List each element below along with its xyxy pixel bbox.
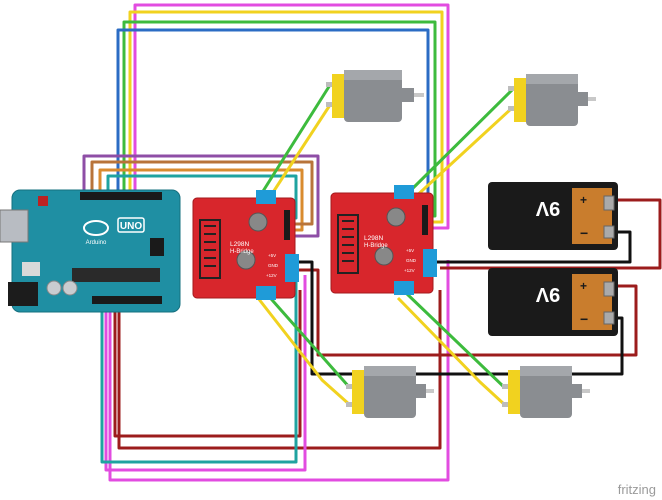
reset-button bbox=[38, 196, 48, 206]
input-header bbox=[422, 205, 428, 235]
wire-green-motor-tr bbox=[403, 88, 514, 198]
atmega-chip bbox=[72, 268, 160, 282]
battery-terminal-minus bbox=[603, 225, 615, 239]
battery-top-minus: − bbox=[580, 225, 588, 241]
wire-black-battery-top bbox=[430, 230, 632, 264]
digital-header bbox=[80, 192, 162, 200]
capacitor bbox=[236, 250, 256, 270]
input-header bbox=[284, 210, 290, 240]
wire-yellow-motor-tl bbox=[266, 104, 332, 201]
uno-logo: UNO bbox=[120, 221, 142, 232]
heatsink bbox=[337, 214, 359, 274]
power-jack bbox=[8, 282, 38, 306]
terminal-label-5v: +5V bbox=[406, 248, 414, 253]
wire-yellow-motor-tr bbox=[410, 106, 514, 202]
terminal-label-5v: +5V bbox=[268, 253, 276, 258]
terminal-label-12v: +12V bbox=[266, 273, 277, 278]
wire-red-power-2 bbox=[117, 290, 442, 450]
motor-terminal bbox=[394, 185, 414, 199]
motor-bottom-left bbox=[346, 366, 434, 418]
battery-top-label: 9V bbox=[535, 197, 560, 219]
battery-top-plus: + bbox=[580, 193, 587, 207]
wire-green-motor-tl bbox=[258, 84, 332, 197]
capacitor bbox=[46, 280, 62, 296]
wire-magenta-bottom bbox=[104, 275, 307, 472]
power-terminal bbox=[285, 254, 299, 282]
battery-terminal-minus bbox=[603, 311, 615, 325]
arduino-uno-board: UNO Arduino bbox=[0, 189, 181, 313]
wire-magenta-bottom-2 bbox=[108, 260, 450, 482]
usb-connector bbox=[0, 209, 29, 243]
motor-top-right bbox=[508, 74, 596, 126]
capacitor bbox=[62, 280, 78, 296]
heatsink bbox=[199, 219, 221, 279]
arduino-logo-icon bbox=[83, 220, 109, 236]
fritzing-watermark: fritzing bbox=[618, 482, 656, 497]
motor-terminal bbox=[394, 281, 414, 295]
battery-bottom-minus: − bbox=[580, 311, 588, 327]
terminal-label-gnd: GND bbox=[406, 258, 417, 263]
driver-left-subtitle: H-Bridge bbox=[230, 249, 254, 255]
wire-teal-bottom bbox=[100, 280, 298, 464]
capacitor bbox=[386, 207, 406, 227]
wire-brown-mid bbox=[90, 160, 314, 226]
driver-right-chip: L298N bbox=[364, 235, 383, 242]
wire-red-power bbox=[113, 290, 302, 438]
driver-left-chip: L298N bbox=[230, 241, 249, 248]
l298n-driver-right: L298N H-Bridge +5V GND +12V bbox=[330, 185, 437, 295]
wire-green-motor-bl bbox=[263, 291, 352, 389]
capacitor bbox=[248, 212, 268, 232]
terminal-label-12v: +12V bbox=[404, 268, 415, 273]
wire-green-top bbox=[122, 20, 437, 218]
wire-black-battery-bottom bbox=[292, 260, 624, 376]
wire-green-motor-br bbox=[403, 290, 507, 390]
battery-bottom-plus: + bbox=[580, 279, 587, 293]
battery-terminal-plus bbox=[603, 195, 615, 211]
motor-top-left bbox=[326, 70, 424, 122]
battery-9v-bottom: 9V + − bbox=[488, 268, 618, 336]
capacitor bbox=[374, 246, 394, 266]
wire-yellow-top bbox=[128, 10, 444, 224]
wire-orange-mid bbox=[98, 168, 304, 232]
motor-bottom-right bbox=[502, 366, 590, 418]
wire-yellow-motor-br bbox=[396, 296, 507, 407]
driver-right-subtitle: H-Bridge bbox=[364, 243, 388, 249]
motor-terminal bbox=[256, 286, 276, 300]
wire-yellow-motor-bl bbox=[256, 297, 351, 407]
wire-magenta-top bbox=[133, 3, 450, 230]
power-terminal bbox=[423, 249, 437, 277]
battery-terminal-plus bbox=[603, 281, 615, 297]
power-header bbox=[92, 296, 162, 304]
battery-bottom-label: 9V bbox=[535, 283, 560, 305]
battery-9v-top: 9V + − bbox=[488, 182, 618, 250]
terminal-label-gnd: GND bbox=[268, 263, 279, 268]
wire-red-battery-bottom bbox=[292, 268, 638, 357]
arduino-brand: Arduino bbox=[86, 240, 107, 246]
motor-terminal bbox=[256, 190, 276, 204]
wire-purple-mid bbox=[82, 154, 320, 238]
l298n-driver-left: L298N H-Bridge +5V GND +12V bbox=[192, 190, 299, 300]
